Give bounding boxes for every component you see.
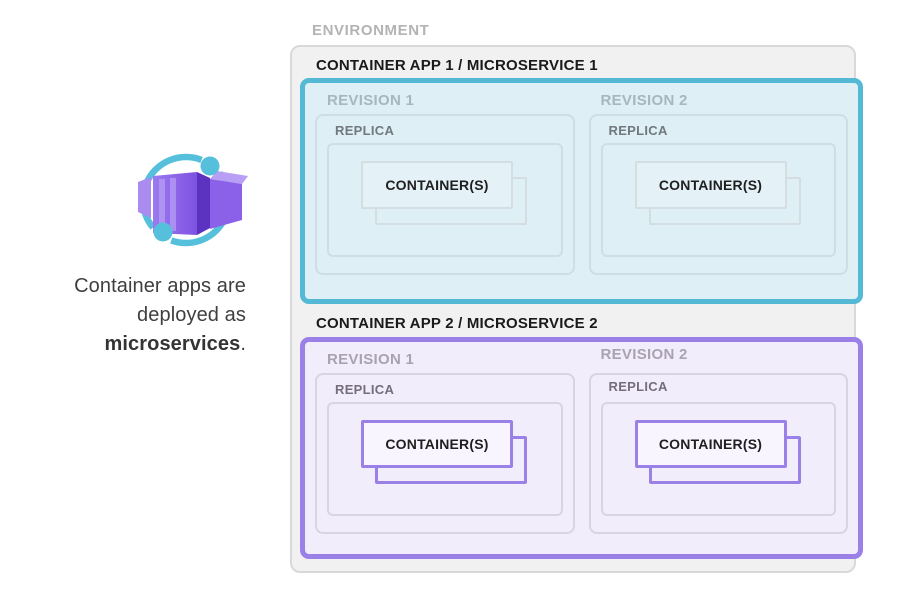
environment-box: CONTAINER APP 1 / MICROSERVICE 1 REVISIO… [290,45,863,573]
caption-bold-word: microservices [104,333,241,355]
replica-label: REPLICA [335,382,395,397]
app1-revision-2: REVISION 2 REPLICA CONTAINER(S) [588,83,848,299]
revision-box: REPLICA CONTAINER(S) [588,373,848,534]
revision-box: REPLICA CONTAINER(S) [315,114,575,275]
replica-label: REPLICA [335,123,395,138]
container-shape [138,171,248,235]
replica-label: REPLICA [608,123,668,138]
app1-title: CONTAINER APP 1 / MICROSERVICE 1 [316,57,598,74]
replica-box: CONTAINER(S) [327,143,563,257]
revision-box: REPLICA CONTAINER(S) [315,373,575,534]
containers-box: CONTAINER(S) [361,420,513,468]
app1-revision-1: REVISION 1 REPLICA CONTAINER(S) [315,83,575,299]
revision-box: REPLICA CONTAINER(S) [588,114,848,275]
environment-label: ENVIRONMENT [312,22,430,39]
replica-label: REPLICA [608,379,668,394]
app2-revision-1: REVISION 1 REPLICA CONTAINER(S) [315,342,575,554]
container-apps-icon [138,153,248,247]
containers-box: CONTAINER(S) [634,161,787,209]
caption-period: . [240,333,246,355]
orbit-dot-top [200,156,220,176]
containers-box: CONTAINER(S) [361,161,513,209]
app2-revision-2: REVISION 2 REPLICA CONTAINER(S) [588,342,848,554]
app2-box: REVISION 1 REPLICA CONTAINER(S) REVISION… [300,337,863,559]
caption-text: Container apps are deployed as microserv… [36,272,246,359]
caption-line-1: Container apps are [74,275,246,297]
orbit-dot-bottom [153,222,173,242]
revision-label: REVISION 2 [600,346,688,363]
revision-label: REVISION 2 [600,92,688,109]
replica-box: CONTAINER(S) [327,402,563,516]
replica-box: CONTAINER(S) [600,143,836,257]
revision-label: REVISION 1 [327,351,415,368]
revision-label: REVISION 1 [327,92,415,109]
app1-box: REVISION 1 REPLICA CONTAINER(S) REVISION… [300,78,863,304]
app2-title: CONTAINER APP 2 / MICROSERVICE 2 [316,315,598,332]
replica-box: CONTAINER(S) [600,402,836,516]
containers-box: CONTAINER(S) [634,420,787,468]
caption-line-2: deployed as [137,304,246,326]
